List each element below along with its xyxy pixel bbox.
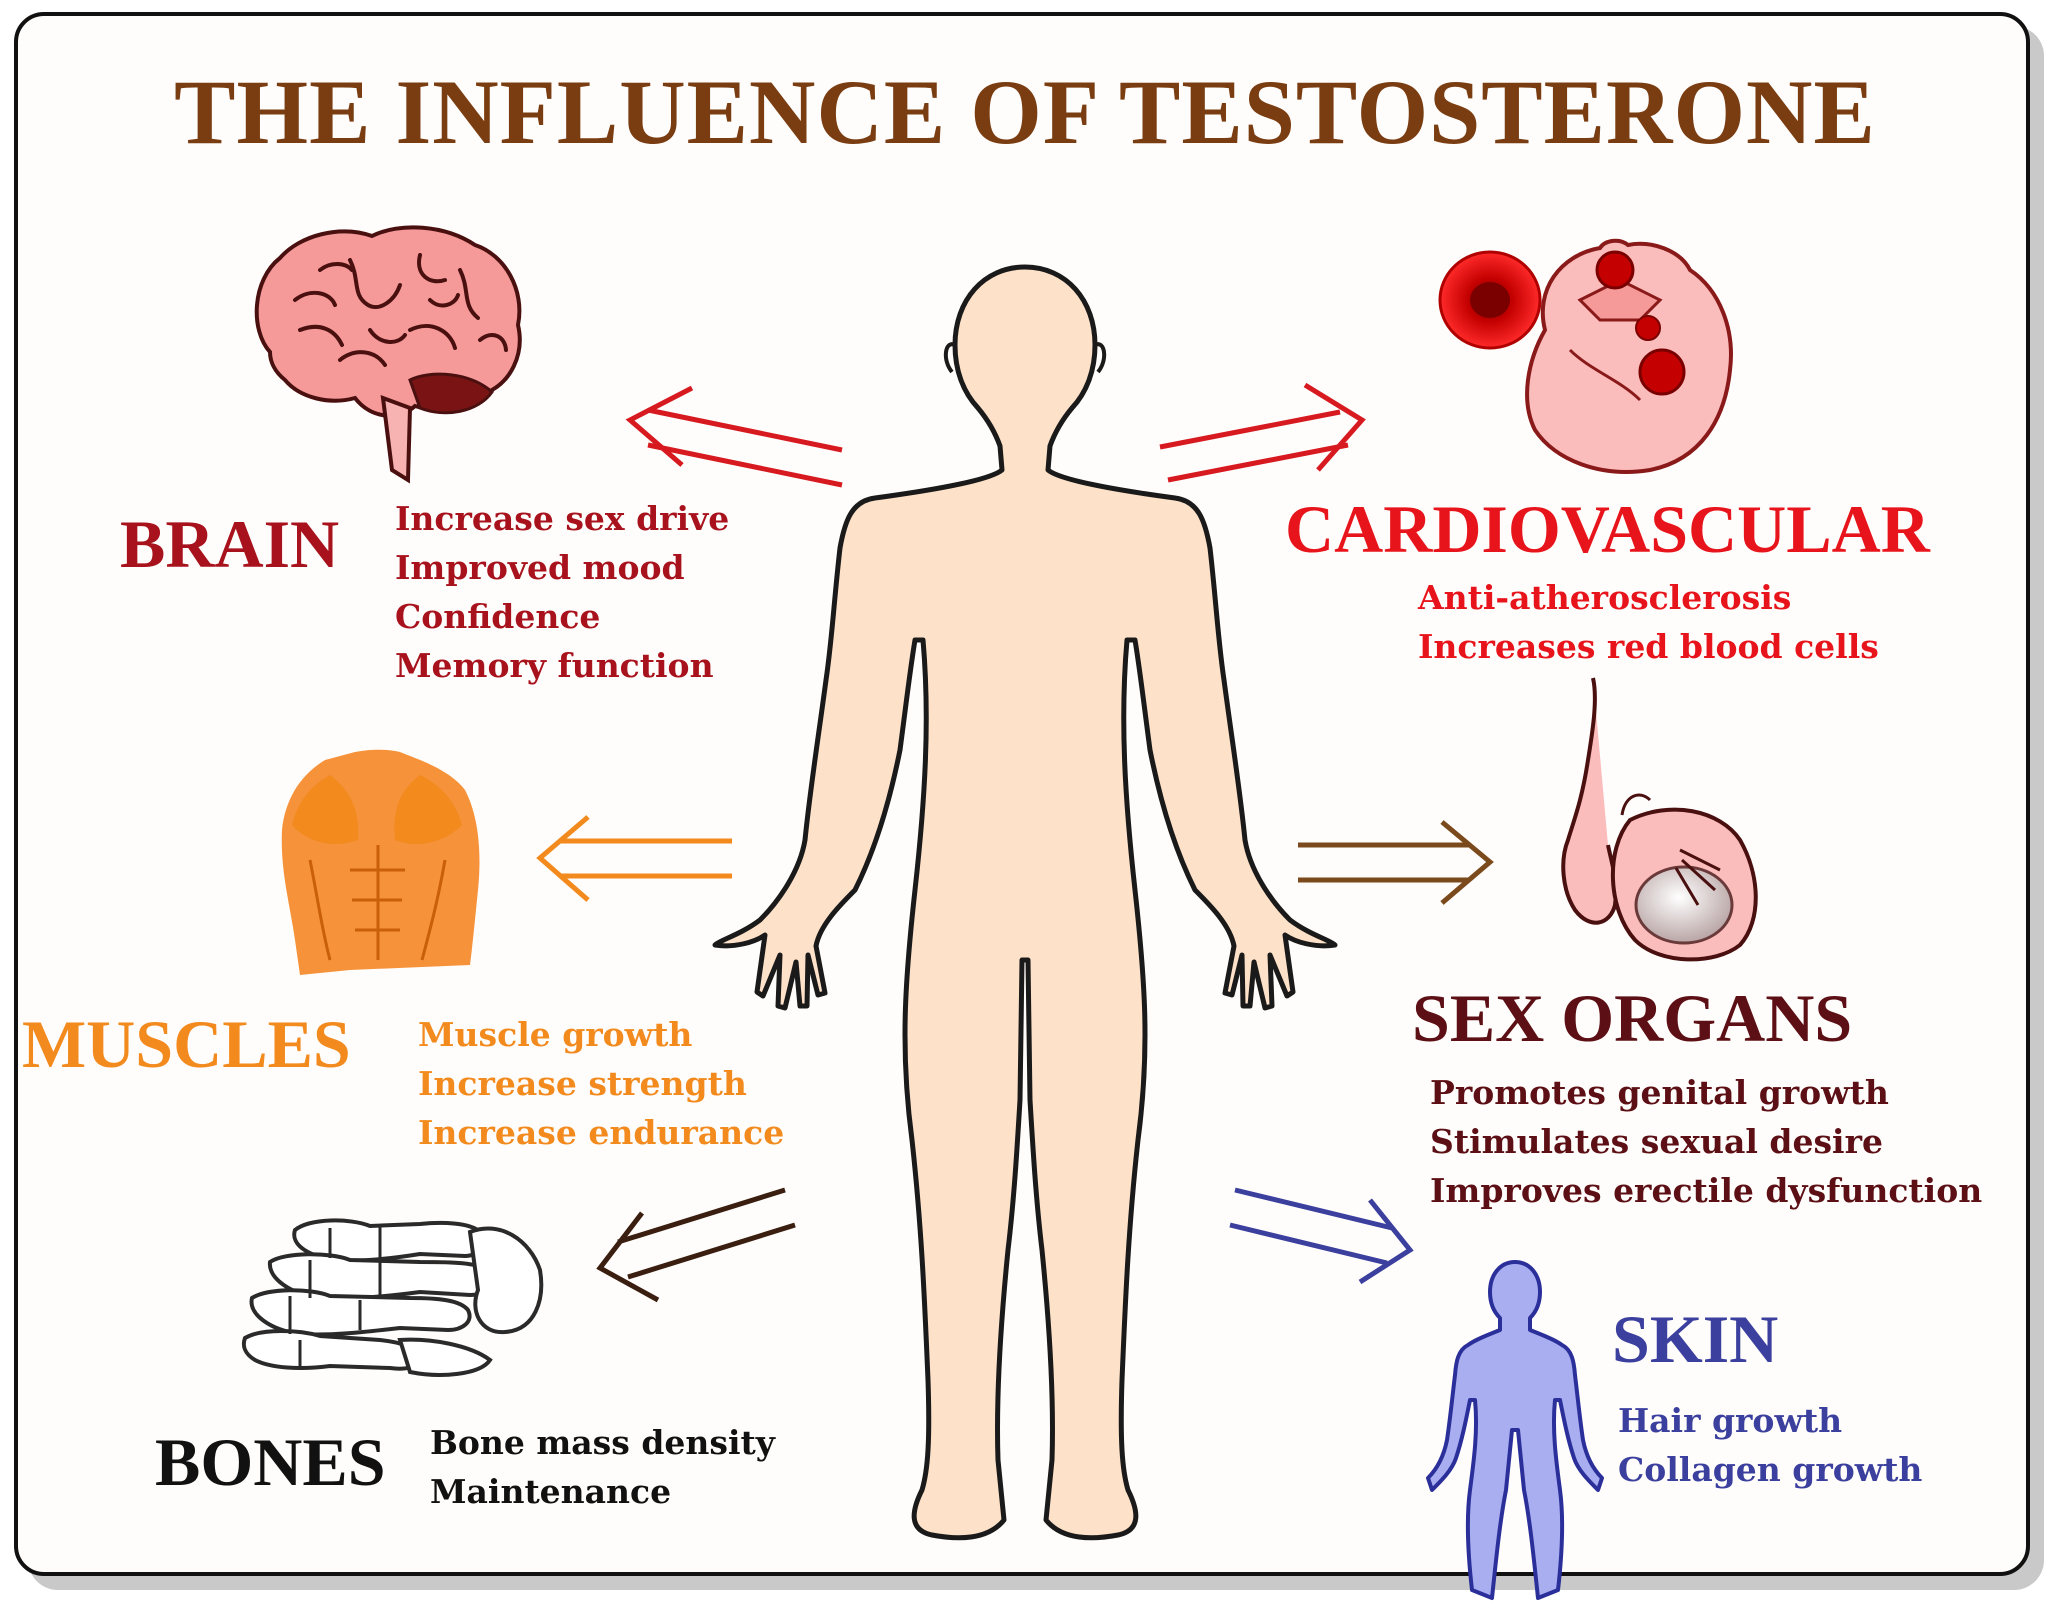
effect-item: Increases red blood cells [1418,627,1879,666]
effect-item: Increase sex drive [395,499,730,538]
effect-item: Bone mass density [430,1423,775,1462]
skin-effects: Hair growth Collagen growth [1618,1396,1922,1494]
diagram-title: THE INFLUENCE OF TESTOSTERONE [174,61,1876,163]
sex-organs-effects: Promotes genital growth Stimulates sexua… [1430,1068,1982,1215]
heart-icon [1438,238,1733,474]
bones-effects: Bone mass density Maintenance [430,1418,775,1516]
arrow-to-muscles [536,815,732,902]
cardiovascular-label: CARDIOVASCULAR [1285,491,1930,567]
sex-organs-label: SEX ORGANS [1412,980,1853,1056]
cardiovascular-effects: Anti-atherosclerosis Increases red blood… [1418,573,1879,671]
muscles-effects: Muscle growth Increase strength Increase… [418,1010,784,1157]
effect-item: Increase endurance [418,1113,785,1152]
effect-item: Maintenance [430,1472,672,1511]
testis-icon [1561,677,1758,962]
arrow-to-sex-organs [1298,820,1494,905]
effect-item: Anti-atherosclerosis [1418,578,1792,617]
brain-label: BRAIN [120,506,340,582]
effect-item: Hair growth [1618,1401,1843,1440]
effect-item: Confidence [395,597,601,636]
muscles-label: MUSCLES [22,1006,351,1082]
arrow-to-cardiovascular [1159,382,1366,483]
effect-item: Stimulates sexual desire [1430,1122,1883,1161]
effect-item: Improved mood [395,548,685,587]
hand-bones-icon [241,1218,544,1377]
torso-muscle-icon [281,749,480,975]
effect-item: Memory function [395,646,714,685]
arrow-to-skin [1229,1187,1414,1285]
brain-effects: Increase sex drive Improved mood Confide… [395,494,729,690]
arrow-to-brain [625,385,843,488]
effect-item: Increase strength [418,1064,747,1103]
effect-item: Collagen growth [1618,1450,1923,1489]
bones-label: BONES [155,1424,386,1500]
human-body-icon [712,264,1338,1541]
arrow-to-bones [596,1187,796,1303]
brain-icon [254,225,522,484]
skin-label: SKIN [1612,1301,1779,1377]
blue-body-icon [1426,1260,1604,1600]
effect-item: Promotes genital growth [1430,1073,1889,1112]
effect-item: Improves erectile dysfunction [1430,1171,1983,1210]
effect-item: Muscle growth [418,1015,693,1054]
